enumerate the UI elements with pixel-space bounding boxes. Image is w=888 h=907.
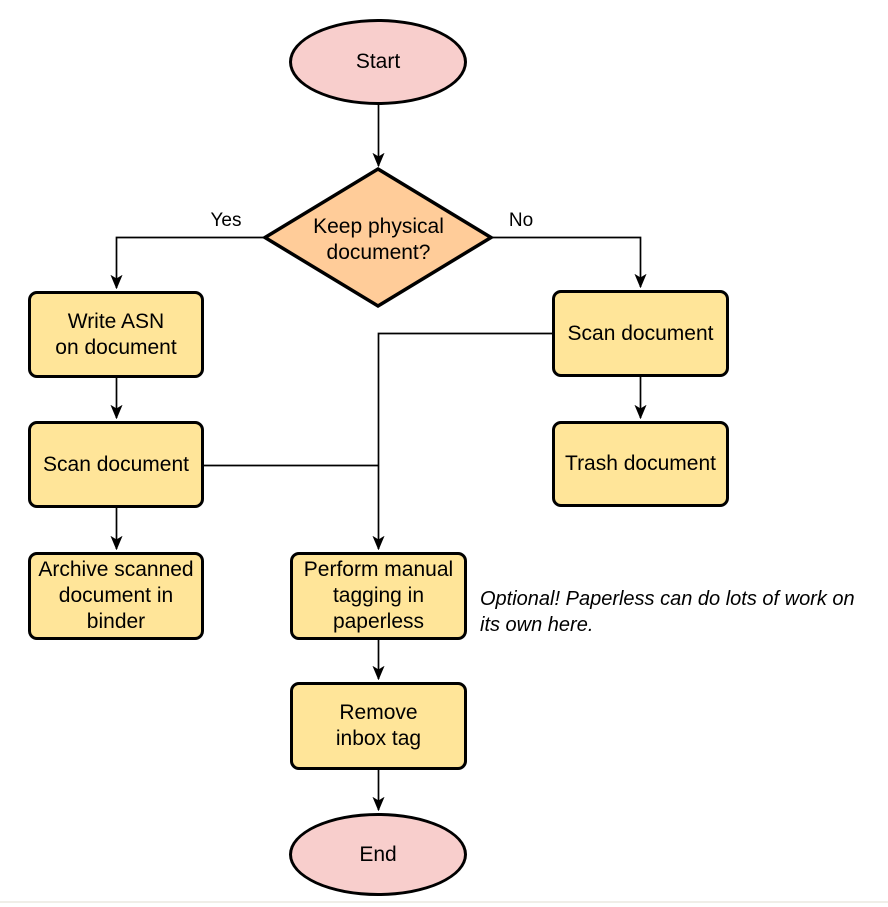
node-tagging-label: Perform manual tagging in paperless [303,558,454,633]
node-remove-inbox-label: Remove inbox tag [335,701,422,750]
edge-decision-no-to-scan-right [491,236,641,288]
annotation-optional: Optional! Paperless can do lots of work … [480,588,855,636]
node-scan-document-left-label: Scan document [43,452,189,476]
node-trash: Trash document [552,421,729,507]
edge-decision-yes-to-write-asn [117,236,265,289]
node-end-label: End [359,842,397,866]
node-write-asn-label: Write ASN on document [55,309,177,359]
node-tagging: Perform manual tagging in paperless [290,552,467,640]
node-archive: Archive scanned document in binder [28,552,204,640]
node-decision-shape [261,166,495,309]
decision-label-text: Keep physical document? [313,215,444,264]
node-end: End [289,813,467,896]
edge-label-yes: Yes [210,210,242,231]
node-scan-document-left: Scan document [28,421,204,508]
node-start-label: Start [355,50,401,73]
node-write-asn: Write ASN on document [28,291,204,378]
node-archive-label: Archive scanned document in binder [38,558,194,633]
node-scan-document-right: Scan document [552,290,729,377]
node-start: Start [289,19,467,105]
node-remove-inbox: Remove inbox tag [290,682,467,770]
edge-scan-right-to-tagging [379,332,552,550]
node-scan-document-right-label: Scan document [567,321,714,345]
node-decision-label: Keep physical document? [288,212,469,268]
footer-rule [0,901,888,903]
node-trash-label: Trash document [565,452,716,475]
edge-label-no: No [508,210,534,231]
